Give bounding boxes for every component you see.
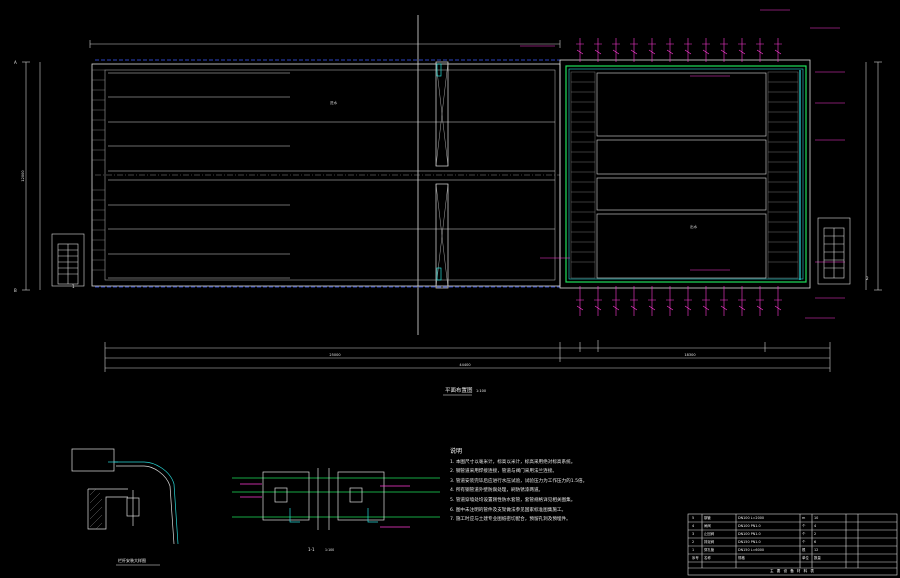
gate-frame-top (435, 61, 449, 167)
cell-index: 1 (692, 548, 695, 552)
top-dimension-line (89, 40, 561, 48)
dimension-left (22, 61, 41, 291)
right-grating-right (767, 71, 799, 279)
plan-scale: 1:100 (476, 389, 486, 393)
label-dim-total: 44400 (459, 363, 470, 367)
right-grating-left (570, 71, 596, 279)
cell-name: 闸阀 (704, 524, 711, 528)
header-unit: 单位 (802, 556, 809, 560)
cell-qty: 4 (814, 524, 817, 528)
plan-title: 平面布置图 (445, 386, 473, 394)
cell-spec: DN100 PN1.0 (738, 532, 761, 536)
notes-block: 说明 1. 本图尺寸以毫米计，标高以米计，标高采用绝对标高系统。 2. 钢管道采… (450, 447, 682, 525)
valve-markers-bottom (576, 286, 782, 316)
right-cells (596, 72, 767, 279)
left-grating (92, 69, 105, 271)
tank-right-green-border (565, 65, 807, 283)
cell-index: 3 (692, 532, 695, 536)
note-line: 2. 钢管道采用焊接连接，管道与阀门采用法兰连接。 (450, 469, 557, 475)
header-index: 序号 (692, 556, 699, 560)
cell-name: 穿孔管 (704, 548, 715, 552)
cell-name: 止回阀 (704, 532, 715, 536)
title-block: 5 钢管 DN100 L=2000 m 10 4 闸阀 DN100 PN1.0 … (688, 514, 897, 575)
table-row: 2 排泥阀 DN150 PN1.0 个 6 (688, 538, 897, 546)
cell-index: 5 (692, 516, 695, 520)
cell-spec: DN100 L=2000 (738, 516, 765, 520)
cell-index: 2 (692, 540, 695, 544)
table-row: 4 闸阀 DN100 PN1.0 个 4 (688, 522, 897, 530)
gate-frame-bottom (435, 183, 449, 289)
cell-index: 4 (692, 524, 695, 528)
label-dim-right: 18300 (684, 353, 695, 357)
label-dim-left: 25000 (329, 353, 340, 357)
note-line: 6. 图中未注明的管件及支架做法参见国家标准图集施工。 (450, 507, 567, 513)
cell-spec: DN150 PN1.0 (738, 540, 761, 544)
valve-markers-top (576, 38, 782, 62)
label-axis-a: A (14, 60, 17, 65)
magenta-callouts (520, 9, 845, 319)
title-block-footer: 主 要 设 备 材 料 表 (769, 569, 815, 573)
cell-name: 钢管 (704, 516, 711, 520)
table-header-row: 序号 名称 规格 单位 数量 (688, 554, 897, 562)
gate-marker-bottom (436, 267, 442, 281)
cell-unit: 根 (802, 548, 806, 552)
tank-right-cyan-border (568, 68, 804, 280)
left-baffles (108, 72, 555, 279)
cell-spec: DN150 L=6000 (738, 548, 765, 552)
note-line: 4. 所有钢管道外壁防腐处理，刷防锈漆两道。 (450, 488, 544, 494)
cell-unit: 个 (802, 524, 806, 528)
label-axis-b: B (14, 288, 17, 293)
dimension-bottom (104, 340, 831, 372)
cell-spec: DN100 PN1.0 (738, 524, 761, 528)
cell-qty: 12 (814, 548, 819, 552)
cell-unit: 个 (802, 532, 806, 536)
cell-name: 排泥阀 (704, 540, 715, 544)
label-inlet: 进水 (330, 100, 338, 105)
table-row: 5 钢管 DN100 L=2000 m 10 (688, 514, 897, 522)
gate-marker-top (436, 63, 442, 77)
cell-qty: 10 (814, 516, 819, 520)
table-row: 1 穿孔管 DN150 L=6000 根 12 (688, 546, 897, 554)
gate-bottom-diag-2 (435, 183, 449, 289)
table-row: 3 止回阀 DN100 PN1.0 个 2 (688, 530, 897, 538)
header-name: 名称 (704, 556, 711, 560)
label-axis-2: 2 (866, 276, 869, 281)
stair-left (51, 233, 85, 287)
label-axis-1: 1 (72, 284, 75, 289)
note-line: 5. 管道穿墙处均设置刚性防水套管，套管规格详见相关图集。 (450, 497, 576, 503)
section-scale: 1:100 (325, 548, 334, 552)
railing-hatch (89, 488, 103, 530)
detail-title: 栏杆安装大样图 (118, 557, 146, 563)
section-title: 1-1 (308, 547, 315, 552)
notes-title: 说明 (450, 448, 463, 455)
cell-qty: 6 (814, 540, 817, 544)
dimension-right (865, 61, 882, 291)
title-block-frame (687, 513, 898, 576)
railing-detail (71, 448, 179, 545)
header-spec: 规格 (738, 556, 745, 560)
header-qty: 数量 (814, 556, 821, 560)
note-line: 3. 管道安装完毕后应进行水压试验，试验压力为工作压力的1.5倍。 (450, 478, 588, 484)
tank-right-outline (559, 59, 811, 289)
label-dim-height: 12000 (21, 170, 25, 181)
cell-qty: 2 (814, 532, 817, 536)
cell-unit: 个 (802, 540, 806, 544)
note-line: 1. 本图尺寸以毫米计，标高以米计，标高采用绝对标高系统。 (450, 459, 576, 465)
gate-top-diag-2 (435, 61, 449, 167)
stair-right (817, 217, 851, 285)
note-line: 7. 施工时应与土建专业图纸密切配合，预留孔洞及预埋件。 (450, 517, 571, 523)
label-outlet: 出水 (690, 224, 698, 229)
section-1-1 (232, 468, 440, 530)
cell-unit: m (802, 516, 806, 520)
